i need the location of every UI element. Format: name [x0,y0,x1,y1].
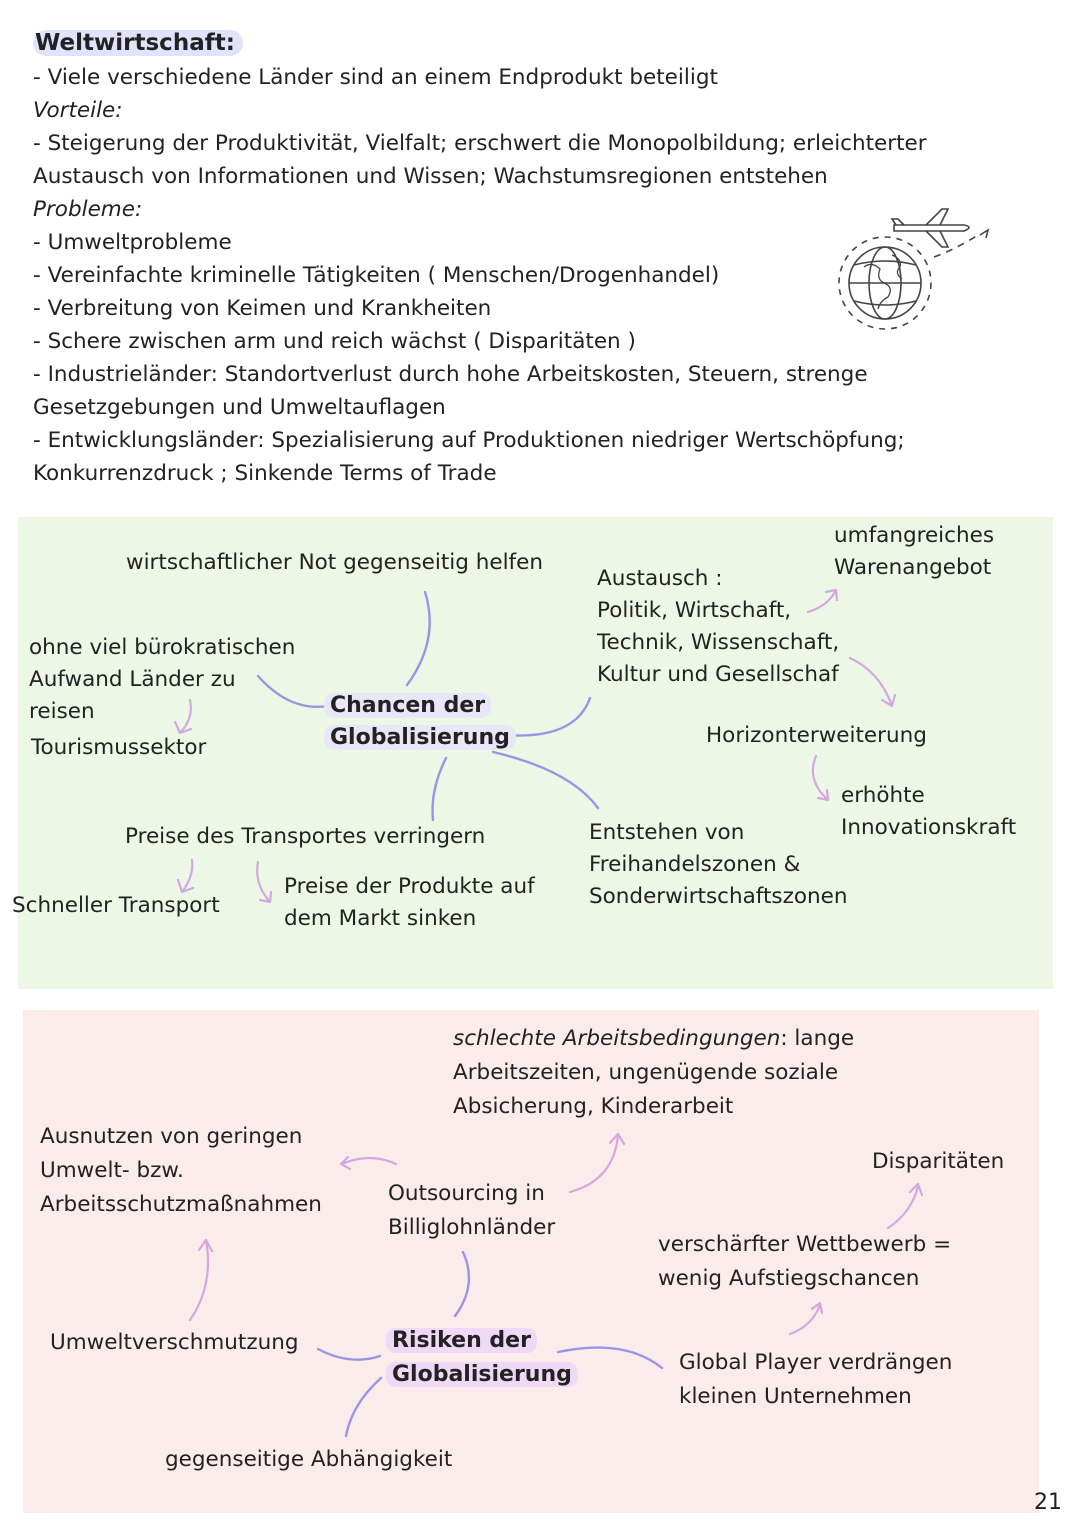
connector-line [556,1346,664,1370]
node-innovation-line: Innovationskraft [841,815,1017,840]
advantages-heading: Vorteile: [33,98,123,123]
problem-item: Konkurrenzdruck ; Sinkende Terms of Trad… [33,461,497,486]
node-travel-line: reisen [29,699,95,724]
node-prices-line: dem Markt sinken [284,906,477,931]
section-title-text: Weltwirtschaft: [33,30,243,56]
problem-item: - Verbreitung von Keimen und Krankheiten [33,296,492,321]
node-mutual-help: wirtschaftlicher Not gegenseitig helfen [126,550,543,575]
connector-line [491,750,600,810]
arrow-icon [176,858,195,894]
node-exchange-line: Technik, Wissenschaft, [597,630,840,655]
problems-heading: Probleme: [33,197,143,222]
node-exploit-line: Arbeitsschutzmaßnahmen [40,1192,322,1217]
connector-line [316,1347,382,1361]
node-freetrade-line: Freihandelszonen & [589,852,801,877]
risiken-center: Risiken der Globalisierung [386,1324,578,1392]
node-exchange-line: Politik, Wirtschaft, [597,598,792,623]
node-freetrade-line: Sonderwirtschaftszonen [589,884,848,909]
node-global-player-line: kleinen Unternehmen [679,1384,912,1409]
chancen-panel [18,517,1053,989]
node-exchange-line: Austausch : [597,566,723,591]
node-competition-line: verschärfter Wettbewerb = [658,1232,952,1257]
node-goods-line: umfangreiches [834,523,995,548]
node-tourism: Tourismussektor [31,735,207,760]
arrow-icon [339,1155,398,1171]
problem-item: - Vereinfachte kriminelle Tätigkeiten ( … [33,263,720,288]
node-outsourcing-line: Outsourcing in [388,1181,545,1206]
node-freetrade: Entstehen von Freihandelszonen & Sonderw… [589,817,848,913]
node-goods: umfangreiches Warenangebot [834,520,994,584]
connector-line [344,1376,383,1438]
working-conditions-title: schlechte Arbeitsbedingungen [453,1026,781,1051]
section-title: Weltwirtschaft: [33,28,243,58]
chancen-center: Chancen der Globalisierung [324,690,516,754]
node-disparities: Disparitäten [872,1149,1005,1174]
node-exploit-line: Ausnutzen von geringen [40,1124,303,1149]
node-innovation-line: erhöhte [841,783,925,808]
connector-line [431,756,448,822]
intro-line: - Viele verschiedene Länder sind an eine… [33,65,718,90]
node-travel-line: ohne viel bürokratischen [29,635,296,660]
arrow-icon [256,860,273,904]
page-number: 21 [1034,1490,1062,1515]
node-outsourcing-line: Billiglohnländer [388,1215,556,1240]
node-working-conditions: schlechte Arbeitsbedingungen: lange Arbe… [453,1022,854,1124]
node-fast-transport: Schneller Transport [12,893,220,918]
problem-item: - Industrieländer: Standortverlust durch… [33,362,868,387]
arrow-icon [886,1182,924,1230]
connector-line [453,1250,471,1318]
chancen-center-line-1: Chancen der [324,693,492,718]
node-exchange-line: Kultur und Gesellschaf [597,662,839,687]
arrow-icon [788,1301,824,1336]
connector-line [256,674,330,708]
node-dependency: gegenseitige Abhängigkeit [165,1447,453,1472]
problem-item: - Entwicklungsländer: Spezialisierung au… [33,428,905,453]
arrow-icon [806,588,839,614]
problem-item: - Umweltprobleme [33,230,232,255]
arrow-icon [188,1238,214,1322]
node-competition: verschärfter Wettbewerb = wenig Aufstieg… [658,1228,951,1296]
node-competition-line: wenig Aufstiegschancen [658,1266,920,1291]
risiken-panel [23,1010,1039,1513]
node-freetrade-line: Entstehen von [589,820,745,845]
connector-line [503,696,592,737]
node-travel: ohne viel bürokratischen Aufwand Länder … [29,632,295,728]
working-conditions-rest: : lange [780,1026,855,1051]
node-prices: Preise der Produkte auf dem Markt sinken [284,871,535,935]
advantages-line-1: - Steigerung der Produktivität, Vielfalt… [33,131,927,156]
node-goods-line: Warenangebot [834,555,992,580]
working-conditions-line: Arbeitszeiten, ungenügende soziale [453,1060,839,1085]
arrow-icon [568,1132,626,1194]
node-innovation: erhöhte Innovationskraft [841,780,1016,844]
node-global-player: Global Player verdrängen kleinen Unterne… [679,1346,952,1414]
node-pollution: Umweltverschmutzung [50,1330,299,1355]
problem-item: - Schere zwischen arm und reich wächst (… [33,329,636,354]
advantages-line-2: Austausch von Informationen und Wissen; … [33,164,828,189]
node-prices-line: Preise der Produkte auf [284,874,535,899]
arrow-icon [811,754,830,802]
node-exploit: Ausnutzen von geringen Umwelt- bzw. Arbe… [40,1120,322,1222]
node-outsourcing: Outsourcing in Billiglohnländer [388,1177,555,1245]
node-exploit-line: Umwelt- bzw. [40,1158,184,1183]
chancen-center-line-2: Globalisierung [324,725,516,750]
arrow-icon [173,698,193,735]
node-travel-line: Aufwand Länder zu [29,667,236,692]
globe-with-airplane-icon [838,208,990,330]
node-transport-cost: Preise des Transportes verringern [125,824,486,849]
connector-line [405,590,431,687]
node-exchange: Austausch : Politik, Wirtschaft, Technik… [597,563,839,691]
node-global-player-line: Global Player verdrängen [679,1350,953,1375]
arrow-icon [848,656,897,708]
node-horizon: Horizonterweiterung [706,723,927,748]
problem-item: Gesetzgebungen und Umweltauflagen [33,395,446,420]
risiken-center-line-2: Globalisierung [386,1362,578,1387]
working-conditions-line: Absicherung, Kinderarbeit [453,1094,734,1119]
risiken-center-line-1: Risiken der [386,1328,537,1353]
